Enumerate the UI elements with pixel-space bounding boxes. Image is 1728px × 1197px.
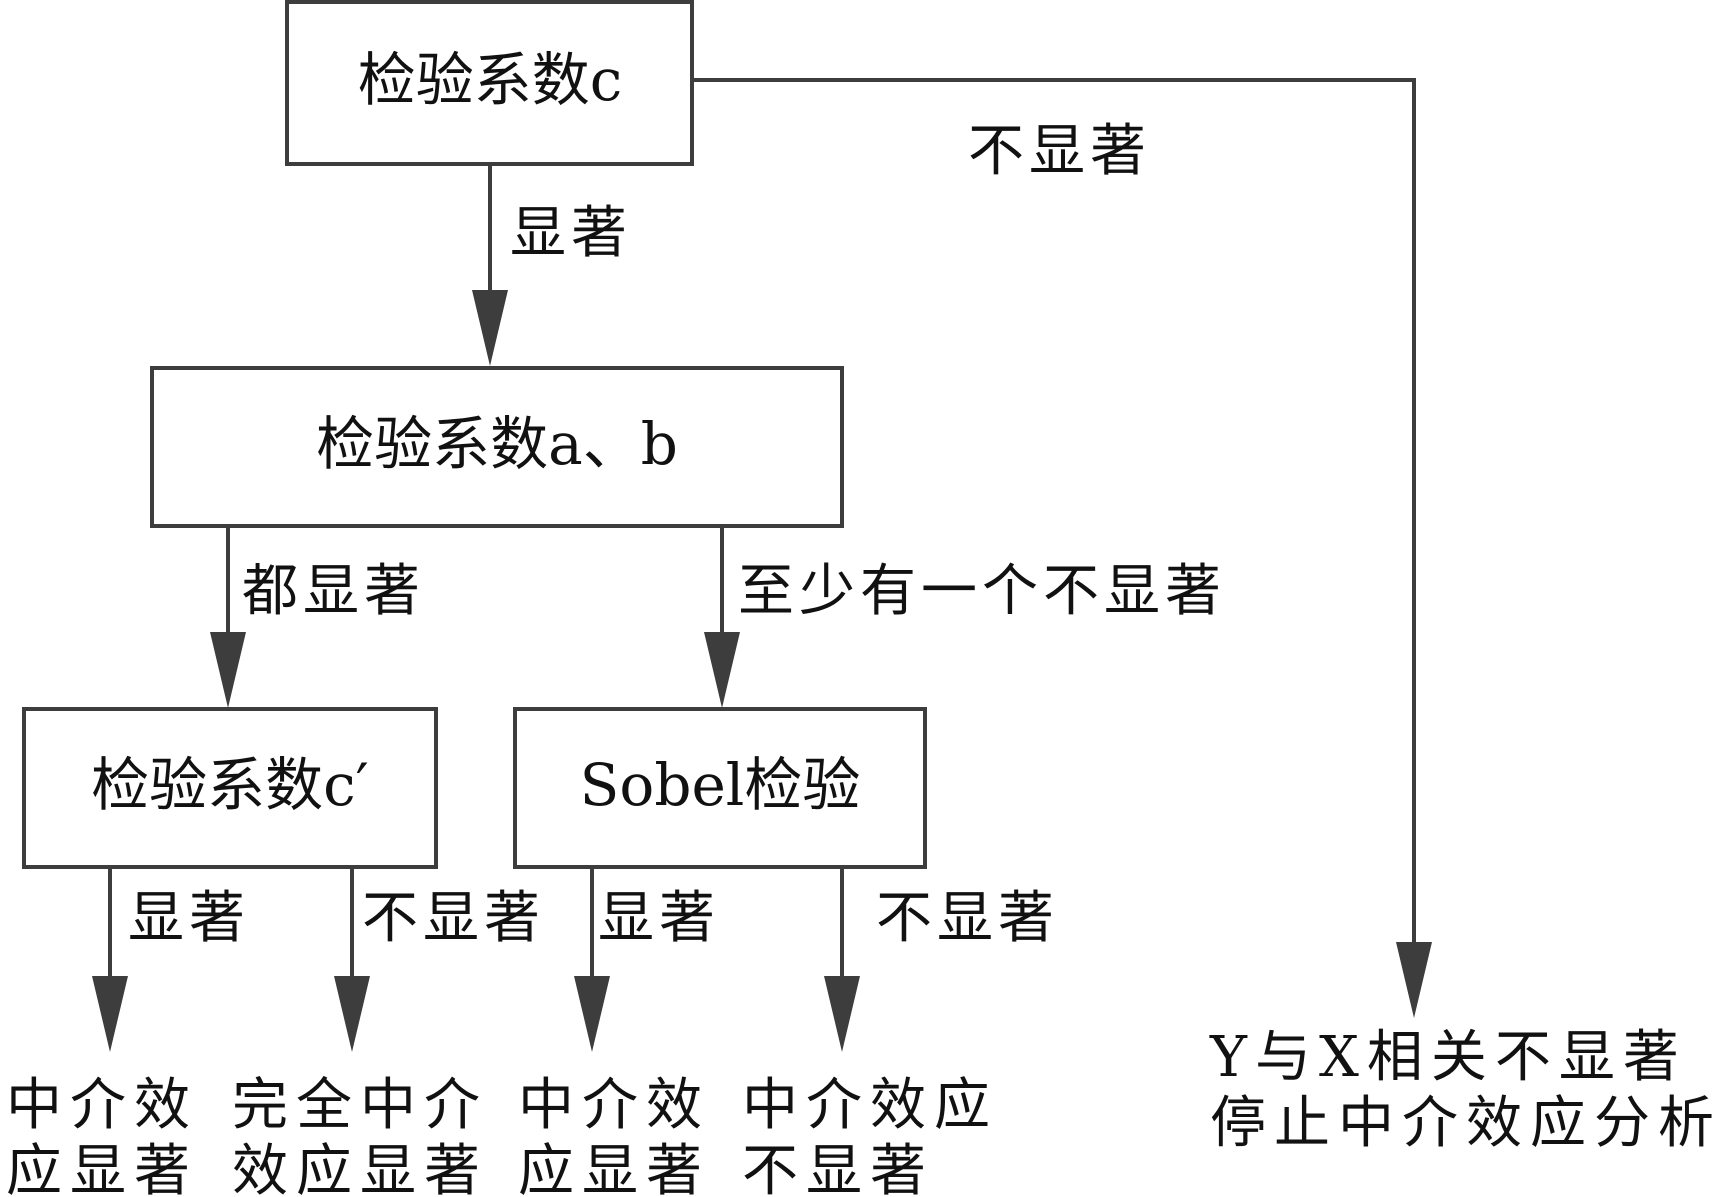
label-ab-at-least-one-not: 至少有一个不显著 xyxy=(738,559,1226,624)
label-ab-both-significant: 都显著 xyxy=(242,559,425,624)
arrow-sobel-significant xyxy=(574,867,610,1052)
box-test-c-label: 检验系数c xyxy=(358,46,622,114)
box-test-c-prime-label: 检验系数c′ xyxy=(91,751,369,819)
arrow-c-prime-not-significant xyxy=(334,867,370,1052)
outcome-sobel-mediation-line1: 中介效 xyxy=(518,1073,710,1138)
box-test-c: 检验系数c xyxy=(285,0,694,166)
box-test-ab: 检验系数a、b xyxy=(150,366,844,528)
box-sobel-label: Sobel检验 xyxy=(580,751,861,819)
outcome-partial-mediation-line1: 中介效 xyxy=(6,1073,198,1138)
outcome-full-mediation: 完全中介 效应显著 xyxy=(232,1073,488,1197)
outcome-sobel-mediation: 中介效 应显著 xyxy=(518,1073,710,1197)
outcome-full-mediation-line1: 完全中介 xyxy=(232,1073,488,1138)
label-c-prime-not-significant: 不显著 xyxy=(362,886,545,951)
arrow-c-prime-significant xyxy=(92,867,128,1052)
outcome-stop-line2: 停止中介效应分析 xyxy=(1210,1091,1722,1156)
box-test-c-prime: 检验系数c′ xyxy=(22,707,438,869)
label-c-not-significant: 不显著 xyxy=(968,119,1151,184)
box-test-ab-label: 检验系数a、b xyxy=(316,410,678,478)
arrow-ab-to-sobel xyxy=(704,526,740,708)
label-c-significant: 显著 xyxy=(510,201,632,266)
outcome-partial-mediation: 中介效 应显著 xyxy=(6,1073,198,1197)
label-sobel-significant: 显著 xyxy=(598,886,720,951)
arrow-ab-to-c-prime xyxy=(210,526,246,708)
outcome-no-mediation: 中介效应 不显著 xyxy=(742,1073,998,1197)
outcome-no-mediation-line2: 不显著 xyxy=(742,1139,934,1197)
outcome-partial-mediation-line2: 应显著 xyxy=(6,1139,198,1197)
outcome-no-mediation-line1: 中介效应 xyxy=(742,1073,998,1138)
outcome-sobel-mediation-line2: 应显著 xyxy=(518,1139,710,1197)
arrow-c-to-stop xyxy=(692,78,1432,1018)
label-c-prime-significant: 显著 xyxy=(128,886,250,951)
outcome-stop-line1: Y与X相关不显著 xyxy=(1209,1025,1687,1090)
outcome-full-mediation-line2: 效应显著 xyxy=(232,1139,488,1197)
arrow-sobel-not-significant xyxy=(824,867,860,1052)
outcome-stop: Y与X相关不显著 停止中介效应分析 xyxy=(1209,1025,1722,1156)
arrow-c-to-ab xyxy=(472,164,508,366)
label-sobel-not-significant: 不显著 xyxy=(876,886,1059,951)
box-sobel: Sobel检验 xyxy=(513,707,927,869)
